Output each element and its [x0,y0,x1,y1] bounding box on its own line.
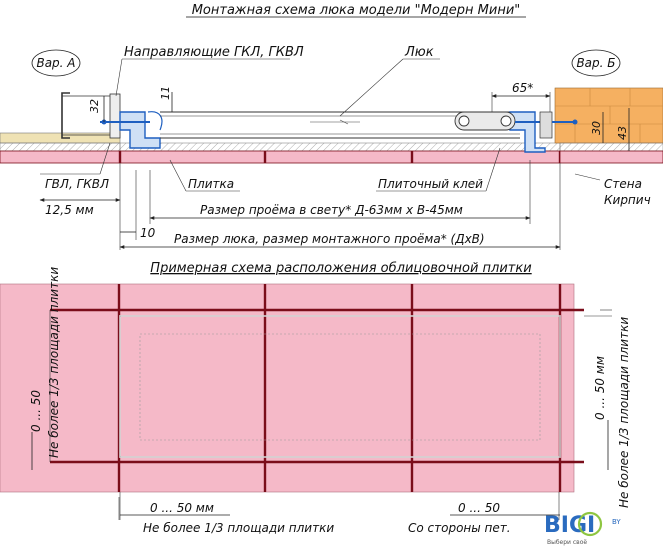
glue-layer-right [559,142,663,152]
clear-opening-outline [139,333,541,441]
bottom-left-range: 0 ... 50 мм [150,501,214,515]
c-profile [61,92,70,139]
dim-11-label: 11 [159,86,172,100]
right-range: 0 ... 50 мм [593,356,607,420]
tile-label: Плитка [188,177,234,191]
variant-b-bubble [571,49,621,77]
glue-label: Плиточный клей [378,177,483,191]
bottom-left-note: Не более 1/3 площади плитки [143,521,334,535]
variant-b-label: Вар. Б [576,56,615,70]
dim-30-label: 30 [590,121,603,135]
wall-label: Стена [604,177,642,191]
tile-plan-title: Примерная схема расположения облицовочно… [150,261,531,276]
hatch-size-label: Размер люка, размер монтажного проёма* (… [174,232,485,246]
right-note: Не более 1/3 площади плитки [617,317,631,508]
offset-10-label: 10 [140,226,156,240]
bottom-right-range: 0 ... 50 [458,501,500,515]
hatch-label: Люк [404,45,434,60]
diagram-title: Монтажная схема люка модели "Модерн Мини… [192,3,521,18]
clear-size-label: Размер проёма в свету* Д-63мм х В-45мм [200,203,463,217]
dim-43-label: 43 [616,126,629,140]
hatch-glue-layer [119,142,561,152]
dim-65-label: 65* [512,81,533,95]
variant-a-bubble [31,49,81,77]
tile-right [559,150,663,164]
bigi-logo: BIGI BY Выбери своё [544,511,621,546]
tile-plan: 0 ... 50 Не более 1/3 площади плитки 0 .… [0,267,631,535]
left-note: Не более 1/3 площади плитки [47,267,61,458]
dim-32-label: 32 [88,99,101,113]
left-range: 0 ... 50 [29,390,43,432]
logo-suffix: BY [612,518,621,526]
guides-label: Направляющие ГКЛ, ГКВЛ [124,45,304,60]
cross-section: Вар. А Вар. Б Направляющие ГКЛ, ГКВЛ Люк… [0,45,663,250]
hatch-tile [119,150,561,164]
gvl-board-left [0,132,121,144]
guide-profile [109,93,121,139]
logo-tagline: Выбери своё [547,539,587,546]
tile-left [0,150,121,164]
logo-ring-icon [577,511,603,537]
brick-wall [554,87,663,144]
bottom-right-note: Со стороны пет. [408,521,511,535]
gvl-label: ГВЛ, ГКВЛ [45,177,109,191]
variant-a-label: Вар. А [36,56,75,70]
gvl-thickness: 12,5 мм [45,203,94,217]
brick-label: Кирпич [604,193,651,207]
hatch-frame-left [119,111,161,149]
glue-layer-left [0,142,121,152]
